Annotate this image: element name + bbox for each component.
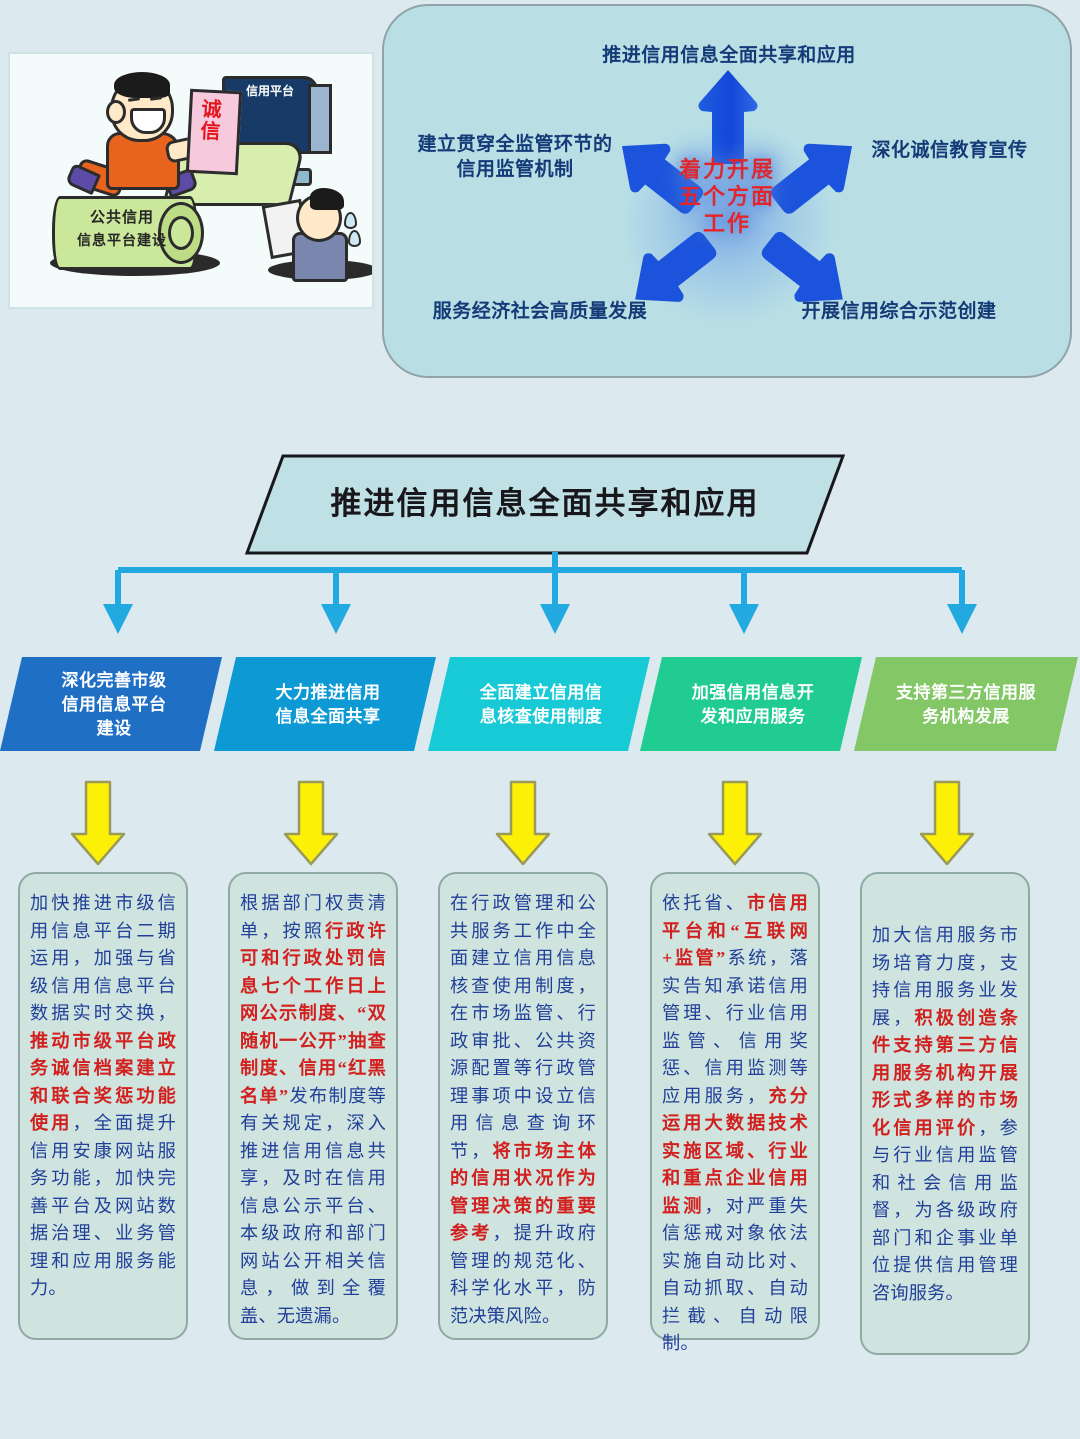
yellow-arrows-svg [70, 780, 975, 866]
pillar-bars-svg [0, 657, 1078, 751]
person2-hair [310, 188, 344, 210]
yellow-arrow-icon-3 [495, 780, 551, 866]
radial-arrow-up-icon [698, 70, 758, 164]
yellow-arrows [0, 778, 1080, 868]
sweat-drop-icon-1 [344, 212, 357, 229]
detail-box-5: 加大信用服务市场培育力度，支持信用服务业发展，积极创造条件支持第三方信用服务机构… [860, 872, 1030, 1355]
pillar-bar-5[interactable] [854, 657, 1078, 751]
banner-parallelogram [245, 454, 845, 555]
pillar-bar-4[interactable] [640, 657, 862, 751]
pillar-bar-3[interactable] [428, 657, 650, 751]
pillar-bar-2[interactable] [214, 657, 436, 751]
radial-arrow-upright-icon [770, 143, 853, 214]
detail-box-2: 根据部门权责清单，按照行政许可和行政处罚信息七个工作日上网公示制度、“双随机一公… [228, 872, 398, 1340]
monitor-label: 信用平台 [245, 84, 294, 98]
body-text: 发布制度等有关规定，深入推进信用信息共享，及时在信用信息公示平台、本级政府和部门… [240, 1085, 386, 1326]
detail-boxes: 加快推进市级信用信息平台二期运用，加强与省级信用信息平台数据实时交换，推动市级平… [0, 872, 1080, 1372]
radial-arrow-upleft-icon [621, 143, 704, 214]
body-text: ，提升政府管理的规范化、科学化水平，防范决策风险。 [450, 1223, 596, 1326]
body-text: ，参与行业信用监管和社会信用监督，为各级政府部门和企事业单位提供信用管理咨询服务… [872, 1117, 1018, 1303]
radial-label-bottom-right: 开展信用综合示范创建 [801, 301, 997, 322]
body-text: 依托省、 [662, 893, 748, 913]
pillar-bar-label-2: 大力推进信用信息全面共享 [275, 683, 381, 726]
credit-sign-label: 诚信 [199, 96, 223, 144]
person1-mouth [130, 108, 166, 134]
yellow-arrow-icon-2 [283, 780, 339, 866]
detail-box-1: 加快推进市级信用信息平台二期运用，加强与省级信用信息平台数据实时交换，推动市级平… [18, 872, 188, 1340]
highlighted-text: 将市场主体的信用状况作为管理决策的重要参考 [450, 1140, 596, 1244]
pillar-bar-label-3: 全面建立信用信息核查使用制度 [479, 683, 603, 726]
radial-label-bottom-left: 服务经济社会高质量发展 [432, 301, 648, 322]
detail-box-4: 依托省、市信用平台和“互联网+监管”系统，落实告知承诺信用管理、行业信用监管、信… [650, 872, 820, 1353]
highlighted-text: 充分运用大数据技术实施区域、行业和重点企业信用监测 [662, 1085, 808, 1216]
radial-arrow-downleft-icon [635, 231, 717, 302]
credit-platform-illustration: 信用平台 诚信 公共信用 信息平台建设 [8, 52, 374, 309]
yellow-arrow-icon-5 [919, 780, 975, 866]
monitor-side [308, 84, 332, 154]
highlighted-text: 行政许可和行政处罚信息七个工作日上网公示制度、“双随机一公开”抽查制度、信用“红… [240, 920, 386, 1106]
pillar-bar-label-4: 加强信用信息开发和应用服务 [691, 683, 815, 726]
pillar-bar-1[interactable] [0, 657, 222, 751]
connector-lines [0, 552, 1080, 662]
highlighted-text: 推动市级平台政务诚信档案建立和联合奖惩功能使用 [30, 1030, 176, 1134]
highlighted-text: 积极创造条件支持第三方信用服务机构开展形式多样的市场化信用评价 [872, 1007, 1018, 1138]
sweat-drop-icon-2 [348, 230, 361, 247]
roller-label-line2: 信息平台建设 [77, 233, 167, 249]
radial-arrow-downright-icon [761, 231, 843, 302]
body-text: ，对严重失信惩戒对象依法实施自动比对、自动抓取、自动拦截、自动限制。 [662, 1195, 808, 1354]
highlighted-text: 市信用平台和“互联网+监管” [662, 893, 808, 968]
pillar-bar-label-1: 深化完善市级信用信息平台建设 [61, 671, 167, 738]
main-title-banner: 推进信用信息全面共享和应用 [245, 452, 845, 557]
center-label: 着力开展五个方面工作 [678, 157, 775, 236]
roller-end-inner [168, 216, 194, 250]
connector-svg [103, 552, 977, 634]
body-text: 加大信用服务市场培育力度，支持信用服务业发展， [872, 925, 1018, 1028]
person1-hair [114, 72, 170, 98]
five-aspects-radial-panel: 着力开展五个方面工作 推进信用信息全面共享和应用 建立贯穿全监管环节的信用监管机… [382, 4, 1072, 378]
pillar-bar-label-5: 支持第三方信用服务机构发展 [896, 683, 1036, 726]
yellow-arrow-icon-1 [70, 780, 126, 866]
body-text: 在行政管理和公共服务工作中全面建立信用信息核查使用制度，在市场监管、行政审批、公… [450, 893, 596, 1161]
radial-label-top: 推进信用信息全面共享和应用 [602, 45, 856, 66]
person1-ear [106, 100, 126, 124]
roller-label-line1: 公共信用 [89, 208, 154, 226]
top-section: 信用平台 诚信 公共信用 信息平台建设 [0, 0, 1080, 390]
body-text: 系统，落实告知承诺信用管理、行业信用监管、信用奖惩、信用监测等应用服务， [662, 948, 808, 1106]
radial-label-left: 建立贯穿全监管环节的信用监管机制 [417, 134, 613, 180]
body-text: 加快推进市级信用信息平台二期运用，加强与省级信用信息平台数据实时交换， [30, 893, 176, 1023]
body-text: ，全面提升信用安康网站服务功能，加快完善平台及网站数据治理、业务管理和应用服务能… [30, 1113, 176, 1298]
page-title: 推进信用信息全面共享和应用 [330, 486, 760, 522]
pillar-bars: 深化完善市级信用信息平台建设 大力推进信用信息全面共享 全面建立信用信息核查使用… [0, 655, 1080, 753]
yellow-arrow-icon-4 [707, 780, 763, 866]
radial-label-right: 深化诚信教育宣传 [871, 140, 1028, 161]
detail-box-3: 在行政管理和公共服务工作中全面建立信用信息核查使用制度，在市场监管、行政审批、公… [438, 872, 608, 1340]
body-text: 根据部门权责清单，按照 [240, 893, 386, 941]
